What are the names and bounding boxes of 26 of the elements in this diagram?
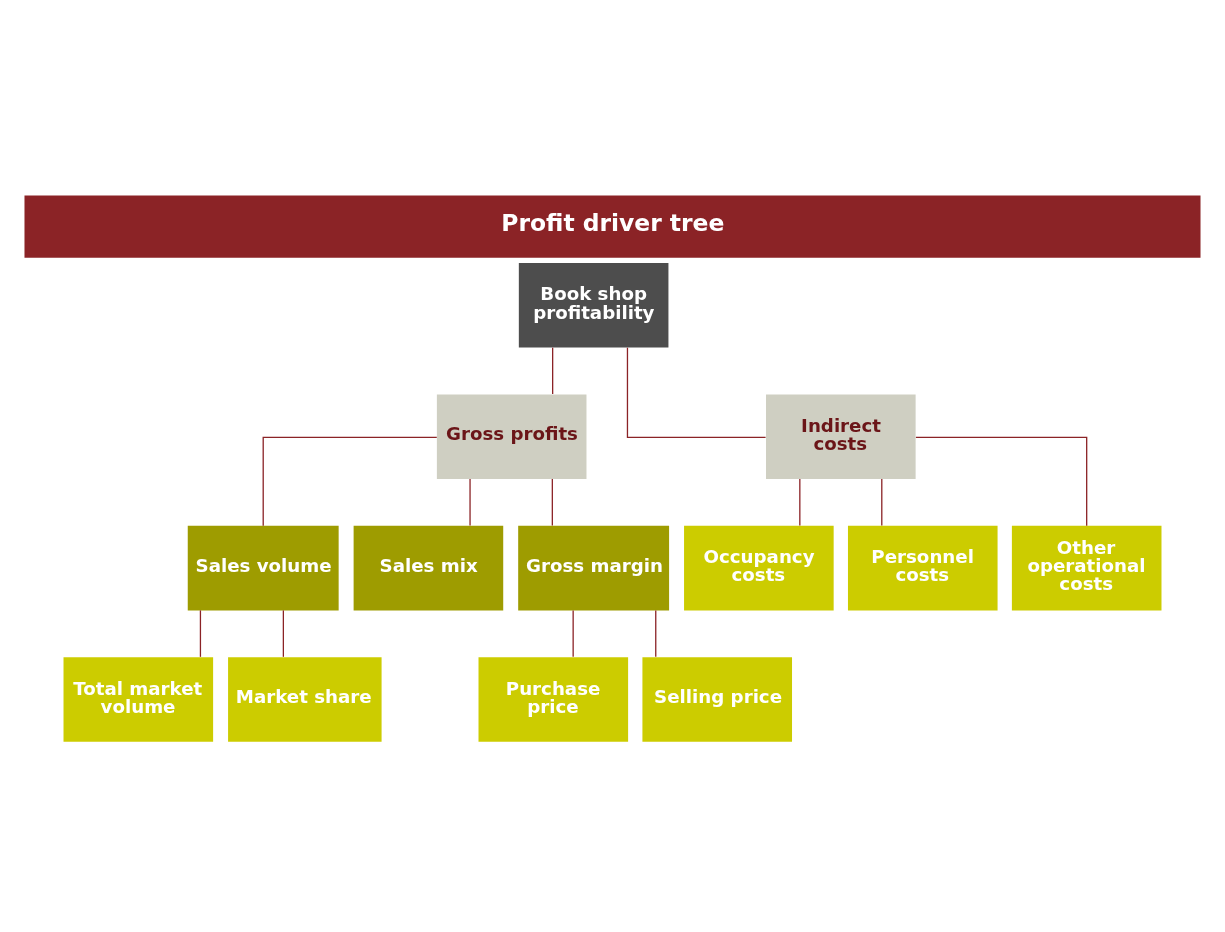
node-box: Purchase price [478,657,629,742]
connector [199,609,202,658]
connector [881,478,883,527]
connector [655,609,657,658]
connector [469,478,471,527]
node-box: Personnel costs [847,525,998,611]
node-box: Sales volume [187,525,339,611]
node-box: Book shop profitability [518,263,669,348]
connector [551,478,553,527]
node-box: Gross profits [436,394,587,479]
node-box: Total market volume [63,657,214,742]
node-box: Sales mix [353,525,504,611]
connector [572,609,574,658]
node-box: Market share [228,657,382,742]
connector [915,436,1088,527]
connector [282,609,284,658]
connector [799,478,801,527]
node-box: Other operational costs [1011,525,1162,611]
node-box: Indirect costs [766,394,916,479]
diagram-title: Profit driver tree [501,209,725,238]
node-box: Occupancy costs [684,525,834,611]
node-box: Gross margin [518,525,670,611]
connector [262,436,438,527]
connector [552,347,554,395]
node-box: Selling price [642,657,793,742]
connector [626,347,767,439]
